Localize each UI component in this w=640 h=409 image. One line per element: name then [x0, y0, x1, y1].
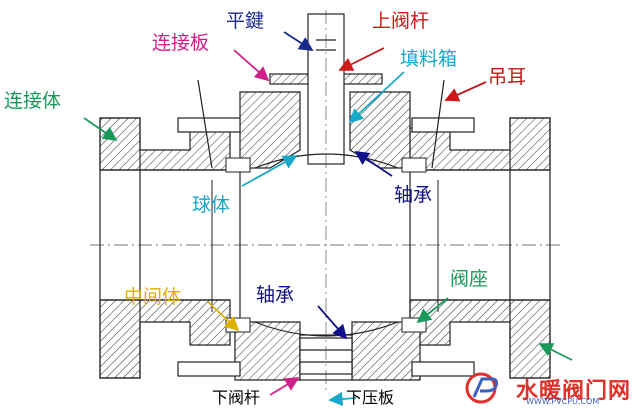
- label-diaoer: 吊耳: [488, 66, 527, 88]
- arrows: [83, 31, 573, 407]
- label-fazuo: 阀座: [450, 268, 489, 290]
- label-xiayaban: 下压板: [346, 388, 395, 407]
- label-tianliaoxiang: 填料箱: [400, 48, 458, 70]
- label-lianjieti: 连接体: [4, 90, 62, 112]
- watermark: 水暖阀门网 WWW.PVCPU.COM: [464, 371, 634, 406]
- label-shangfagan: 上阀杆: [372, 10, 430, 32]
- right-body: [409, 117, 551, 379]
- watermark-logo-icon: [465, 372, 498, 404]
- label-lianjieban: 连接板: [152, 32, 210, 54]
- watermark-url: WWW.PVCPU.COM: [526, 397, 600, 406]
- ball: [254, 153, 399, 337]
- watermark-text: 水暖阀门网: [516, 379, 632, 404]
- label-zhoucheng-lower: 轴承: [256, 284, 295, 306]
- label-xiafagan: 下阀杆: [212, 388, 261, 407]
- label-zhoucheng-upper: 轴承: [394, 184, 433, 206]
- label-zhongjianti: 中间体: [124, 286, 182, 308]
- label-qiuti: 球体: [192, 194, 231, 216]
- label-pingjian: 平鍵: [226, 10, 265, 32]
- bolts: [177, 79, 475, 377]
